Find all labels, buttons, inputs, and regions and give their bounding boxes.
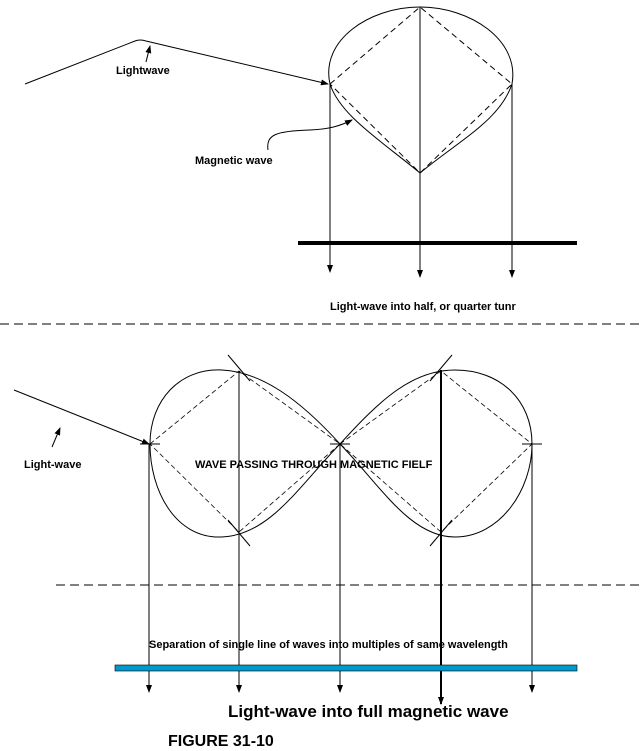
wave-upper-arc: [328, 6, 514, 85]
dashed-diamonds: [149, 370, 533, 533]
lightwave-label: Lightwave: [116, 65, 170, 77]
magnetic-wave-label: Magnetic wave: [195, 155, 273, 167]
dashed-diamond: [329, 6, 513, 174]
figure-label: FIGURE 31-10: [168, 733, 274, 750]
bottom-diagram: [13, 354, 640, 705]
wave-lower-left-curve: [329, 83, 421, 174]
right-lobe-outline: [339, 369, 533, 538]
top-diagram: [24, 6, 577, 278]
magnetic-wave-pointer: [267, 119, 353, 151]
magnetic-field-label: WAVE PASSING THROUGH MAGNETIC FIELF: [195, 459, 433, 471]
separation-caption: Separation of single line of waves into …: [149, 639, 508, 651]
lightwave-label-arrow: [51, 427, 61, 448]
incoming-lightwave-line: [13, 389, 150, 445]
tick-crosses: [140, 354, 542, 547]
wave-lower-right-curve: [419, 83, 513, 174]
lightwave-label-arrow: [145, 45, 152, 63]
top-caption: Light-wave into half, or quarter tunr: [330, 301, 517, 313]
left-lobe-outline: [149, 369, 341, 538]
blue-barrier-bar: [114, 664, 578, 672]
incoming-lightwave-line: [24, 39, 329, 86]
result-caption: Light-wave into full magnetic wave: [228, 702, 509, 721]
bottom-lightwave-label: Light-wave: [24, 459, 81, 471]
